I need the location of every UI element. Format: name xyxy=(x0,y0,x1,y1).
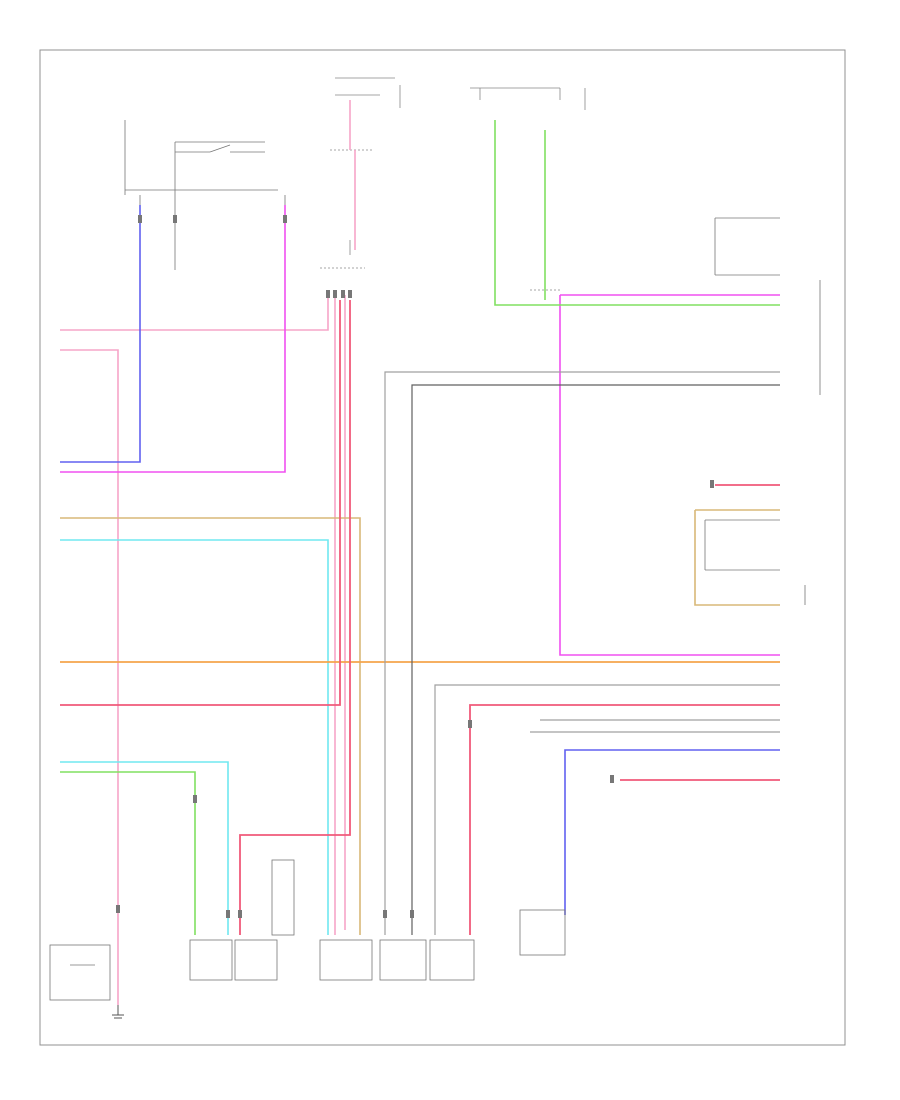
wire-red xyxy=(60,300,780,935)
bottom-sensor-5 xyxy=(379,939,427,981)
bottom-sensor-1 xyxy=(189,939,233,981)
bottom-sensor-2 xyxy=(234,939,278,981)
connector-ticks xyxy=(116,215,714,918)
wire-magenta xyxy=(60,205,780,656)
wire-green xyxy=(60,120,780,935)
wire-pink-main xyxy=(60,100,356,1005)
top-center-fuse-box xyxy=(320,77,401,269)
bottom-sensor-4 xyxy=(319,939,373,981)
wire-gray xyxy=(384,371,780,935)
top-left-switch xyxy=(124,120,286,270)
top-right-fuse-box xyxy=(470,87,586,291)
bottom-sensor-3 xyxy=(271,859,295,936)
bottom-sensor-6 xyxy=(429,909,566,981)
wire-tan xyxy=(60,509,780,935)
diagram-frame xyxy=(39,49,846,1046)
right-connector-middle xyxy=(704,519,806,605)
wire-dark-gray xyxy=(411,384,780,935)
ground-point xyxy=(112,1005,124,1019)
wire-cyan xyxy=(60,539,329,935)
wire-blue xyxy=(60,205,780,915)
right-connector-upper xyxy=(714,217,821,395)
bottom-relay xyxy=(49,944,111,1001)
